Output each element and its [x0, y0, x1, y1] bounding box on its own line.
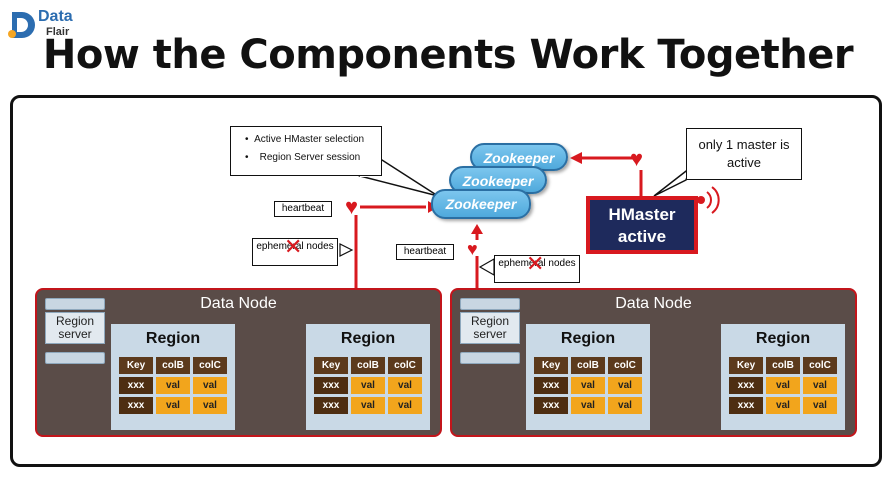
table-value-cell: val [193, 397, 227, 414]
page-title: How the Components Work Together [42, 32, 854, 78]
table-key-cell: xxx [729, 397, 763, 414]
table-key-cell: xxx [314, 397, 348, 414]
region-title: Region [560, 330, 616, 347]
x-mark-icon-right: ✕ [526, 251, 545, 276]
table-value-cell: val [156, 397, 190, 414]
zookeeper-role-callout: • Active HMaster selection • Region Serv… [230, 126, 382, 176]
heartbeat-label-middle: heartbeat [396, 244, 454, 260]
bullet-hmaster-selection: • Active HMaster selection [245, 134, 365, 145]
table-value-cell: val [803, 397, 837, 414]
dataflair-logo: Data Flair [6, 6, 96, 46]
table-key-cell: xxx [534, 397, 568, 414]
table-header-cell: Key [314, 357, 348, 374]
table-header-cell: Key [729, 357, 763, 374]
heartbeat-label-left: heartbeat [274, 201, 332, 217]
table-header-cell: colB [766, 357, 800, 374]
table-value-cell: val [571, 377, 605, 394]
table-value-cell: val [351, 397, 385, 414]
table-header-cell: colB [351, 357, 385, 374]
ephemeral-label-right: ephemeral nodes [494, 255, 580, 283]
region-block: Region Key colB colC xxx val val xxx val… [721, 324, 845, 430]
logo-text-data: Data [38, 8, 73, 25]
data-node-right: Data Node Region server Region Key colB … [450, 288, 857, 437]
data-node-left: Data Node Region server Region Key colB … [35, 288, 442, 437]
table-value-cell: val [803, 377, 837, 394]
ephemeral-label-left: ephemeral nodes [252, 238, 338, 266]
table-value-cell: val [608, 397, 642, 414]
logo-icon [8, 12, 35, 38]
table-value-cell: val [156, 377, 190, 394]
table-key-cell: xxx [534, 377, 568, 394]
hmaster-label: HMaster [608, 205, 676, 224]
table-value-cell: val [388, 377, 422, 394]
table-header-cell: Key [534, 357, 568, 374]
bullet-region-server-session: • Region Server session [245, 152, 361, 163]
data-node-title: Data Node [200, 295, 277, 312]
heart-icon-left: ♥ [345, 194, 359, 219]
zookeeper-node-front: Zookeeper [431, 189, 531, 219]
data-node-title: Data Node [615, 295, 692, 312]
hmaster-active-box: HMaster active [586, 196, 698, 254]
table-value-cell: val [351, 377, 385, 394]
region-title: Region [145, 330, 201, 347]
table-value-cell: val [388, 397, 422, 414]
diagram-frame [10, 95, 882, 467]
table-key-cell: xxx [314, 377, 348, 394]
table-key-cell: xxx [729, 377, 763, 394]
table-header-cell: colB [571, 357, 605, 374]
logo-text-flair: Flair [46, 26, 70, 38]
region-block: Region Key colB colC xxx val val xxx val… [306, 324, 430, 430]
table-key-cell: xxx [119, 397, 153, 414]
region-server-label: Region server [45, 312, 105, 344]
table-header-cell: colC [388, 357, 422, 374]
table-value-cell: val [193, 377, 227, 394]
region-server-label: Region server [460, 312, 520, 344]
region-block: Region Key colB colC xxx val val xxx val… [111, 324, 235, 430]
table-header-cell: colC [193, 357, 227, 374]
zookeeper-node-back: Zookeeper [470, 143, 568, 171]
callout-pointer-right [653, 165, 692, 197]
region-title: Region [340, 330, 396, 347]
region-block: Region Key colB colC xxx val val xxx val… [526, 324, 650, 430]
table-header-cell: Key [119, 357, 153, 374]
table-value-cell: val [766, 397, 800, 414]
region-title: Region [755, 330, 811, 347]
table-value-cell: val [571, 397, 605, 414]
x-mark-icon-left: ✕ [284, 234, 303, 259]
heart-icon-hmaster: ♥ [630, 146, 644, 171]
table-value-cell: val [766, 377, 800, 394]
table-header-cell: colC [608, 357, 642, 374]
table-value-cell: val [608, 377, 642, 394]
table-header-cell: colB [156, 357, 190, 374]
heart-icon-middle: ♥ [467, 239, 478, 259]
single-master-callout: only 1 master is active [686, 128, 802, 180]
table-header-cell: colC [803, 357, 837, 374]
table-key-cell: xxx [119, 377, 153, 394]
hmaster-status: active [617, 227, 667, 246]
